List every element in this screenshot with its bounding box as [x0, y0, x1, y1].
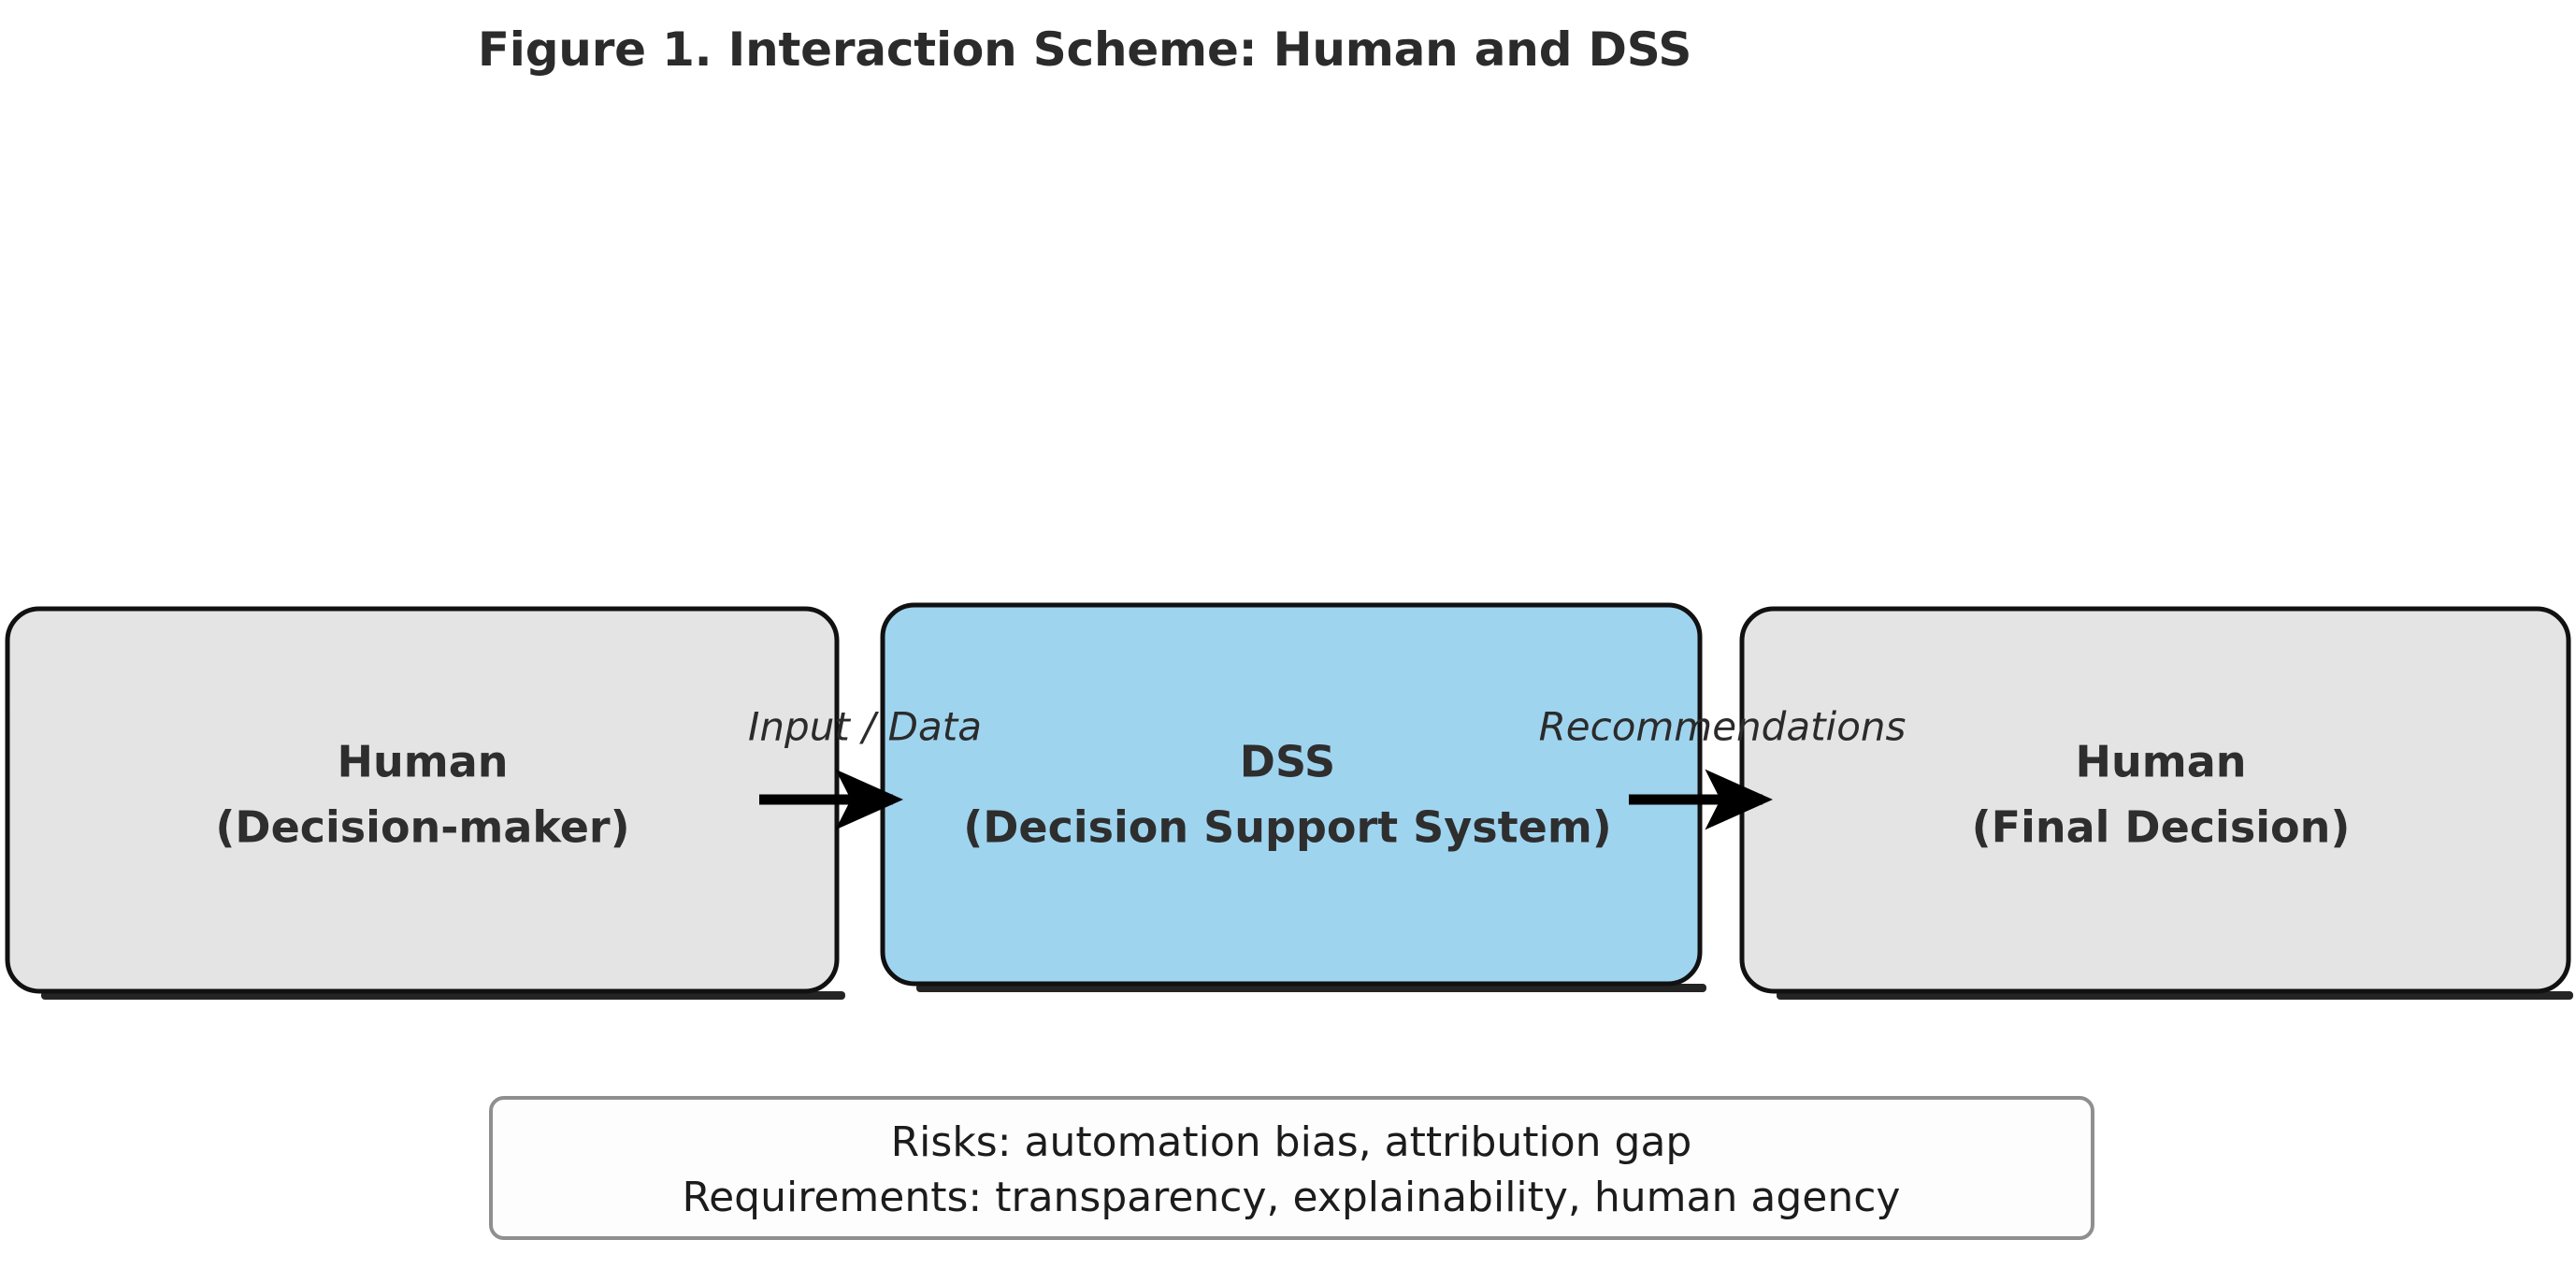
note-line-risks: Risks: automation bias, attribution gap	[891, 1118, 1692, 1166]
figure-title: Figure 1. Interaction Scheme: Human and …	[477, 22, 1692, 77]
node-label-line1: DSS	[1240, 737, 1335, 787]
note-line-requirements: Requirements: transparency, explainabili…	[683, 1174, 1901, 1221]
note-box[interactable]: Risks: automation bias, attribution gap …	[489, 1096, 2094, 1240]
node-box-human-decision-maker[interactable]	[5, 606, 840, 994]
edge-recommendations: Recommendations	[1539, 704, 1907, 830]
node-label-line2: (Decision Support System)	[963, 802, 1612, 853]
node-label-line1: Human	[2076, 737, 2247, 787]
edge-label-recommendations: Recommendations	[1539, 704, 1907, 750]
edge-label-input-data: Input / Data	[748, 704, 982, 750]
node-box-human-final-decision[interactable]	[1739, 606, 2571, 994]
node-label-line2: (Final Decision)	[1972, 802, 2351, 853]
note-box-rect[interactable]	[489, 1096, 2094, 1240]
node-human-decision-maker[interactable]: Human (Decision-maker)	[5, 606, 840, 994]
node-dss[interactable]: DSS (Decision Support System)	[880, 602, 1703, 987]
edge-input-data: Input / Data	[748, 704, 982, 830]
node-box-dss[interactable]	[880, 602, 1703, 987]
node-label-line1: Human	[338, 737, 509, 787]
node-human-final-decision[interactable]: Human (Final Decision)	[1739, 606, 2571, 994]
node-label-line2: (Decision-maker)	[215, 802, 629, 853]
